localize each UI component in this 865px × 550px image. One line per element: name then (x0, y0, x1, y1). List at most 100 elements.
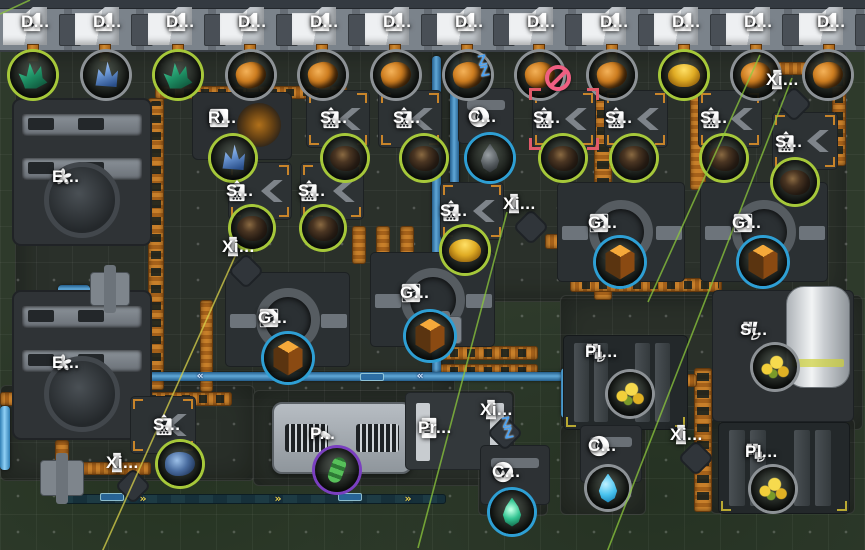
pipe-flow-arrow-icon: « (196, 368, 204, 382)
label-smelter[interactable]: S... (605, 107, 633, 129)
recipe-item-circle[interactable] (158, 442, 202, 486)
label-tower[interactable]: Xi... (766, 69, 799, 90)
label-assembler[interactable]: G... (588, 213, 617, 233)
label-smelter[interactable]: S... (226, 180, 254, 202)
recipe-item-circle[interactable] (587, 467, 629, 509)
label-pills[interactable]: P... (310, 424, 335, 444)
recipe-item-circle[interactable] (323, 136, 367, 180)
metal-cube-item-icon (605, 244, 635, 280)
recipe-item-circle[interactable] (300, 52, 346, 98)
amber-ore-item-icon (810, 58, 846, 92)
selection-corner (587, 138, 599, 150)
label-text: Xi... (670, 425, 703, 444)
recipe-item-circle[interactable] (805, 52, 851, 98)
label-tower[interactable]: Xi... (222, 236, 255, 257)
recipe-item-circle[interactable] (228, 52, 274, 98)
depot-label[interactable]: D... (21, 12, 49, 32)
recipe-item-circle[interactable] (739, 238, 787, 286)
label-plantation[interactable]: Pl... (585, 342, 618, 362)
recipe-item-circle[interactable] (661, 52, 707, 98)
depot-label[interactable]: D... (672, 12, 700, 32)
pipe-flow-arrow-icon: « (416, 368, 424, 382)
recipe-item-circle[interactable] (751, 467, 795, 511)
label-solar-leaf[interactable]: S... (740, 320, 768, 340)
label-smelter[interactable]: S... (700, 107, 728, 129)
label-doc[interactable]: Pr... (418, 417, 452, 439)
recipe-item-circle[interactable] (753, 345, 797, 389)
blue-crystal-item-icon (222, 144, 245, 170)
label-smelter[interactable]: S... (153, 414, 181, 436)
label-fan[interactable]: E... (52, 167, 80, 187)
label-tower[interactable]: Xi... (503, 193, 536, 214)
label-tower[interactable]: Xi... (670, 424, 703, 445)
corner-bracket (381, 135, 391, 145)
label-smelter[interactable]: S... (775, 131, 803, 153)
label-tower[interactable]: Xi... (106, 452, 139, 473)
depot-label[interactable]: D... (527, 12, 555, 32)
label-smelter[interactable]: S... (440, 200, 468, 222)
label-assembler[interactable]: G... (732, 213, 761, 233)
label-chem-drop[interactable]: C... (468, 106, 496, 128)
recipe-item-circle[interactable] (264, 334, 312, 382)
recipe-item-circle[interactable] (702, 136, 746, 180)
label-text: D... (238, 12, 267, 31)
label-chem-drop[interactable]: C... (588, 435, 616, 457)
smelter-chevron (731, 107, 753, 131)
depot-label[interactable]: D... (744, 12, 772, 32)
plantation-slat (655, 343, 670, 422)
label-smelter[interactable]: S... (320, 107, 348, 129)
power-plant-building[interactable] (12, 98, 152, 246)
recipe-item-circle[interactable] (541, 136, 585, 180)
label-text: D... (21, 12, 50, 31)
label-plantation[interactable]: Pl... (745, 442, 778, 462)
recipe-item-circle[interactable] (445, 52, 491, 98)
depot-label[interactable]: D... (817, 12, 845, 32)
depot-label[interactable]: D... (93, 12, 121, 32)
recipe-item-circle[interactable] (231, 207, 273, 249)
label-fan[interactable]: E... (52, 353, 80, 373)
depot-label[interactable]: D... (166, 12, 194, 32)
label-refinery[interactable]: R... (208, 108, 236, 128)
recipe-item-circle[interactable] (442, 227, 488, 273)
corner-bracket (825, 115, 835, 125)
label-assembler[interactable]: G... (258, 308, 287, 328)
label-chem-tri[interactable]: C... (492, 461, 520, 483)
recipe-item-circle[interactable] (83, 52, 129, 98)
corner-bracket (775, 115, 785, 125)
corner-bracket (566, 417, 576, 427)
recipe-item-circle[interactable] (373, 52, 419, 98)
recipe-item-circle[interactable] (302, 207, 344, 249)
recipe-item-circle[interactable] (773, 160, 817, 204)
depot-label[interactable]: D... (600, 12, 628, 32)
smelter-icon (440, 200, 462, 222)
corner-bracket (583, 93, 593, 103)
amber-ore-item-icon (233, 58, 269, 92)
depot-label[interactable]: D... (455, 12, 483, 32)
depot-label[interactable]: D... (383, 12, 411, 32)
depot-label[interactable]: D... (310, 12, 338, 32)
recipe-item-circle[interactable] (402, 136, 446, 180)
label-tower[interactable]: Xi... (480, 399, 513, 420)
recipe-item-circle[interactable] (315, 448, 359, 492)
recipe-item-circle[interactable] (406, 312, 454, 360)
recipe-item-circle[interactable] (608, 372, 652, 416)
label-text: D... (93, 12, 122, 31)
recipe-item-circle[interactable] (467, 135, 513, 181)
recipe-item-circle[interactable] (596, 238, 644, 286)
label-smelter[interactable]: S... (298, 180, 326, 202)
recipe-item-circle[interactable] (10, 52, 56, 98)
smelter-icon (153, 414, 175, 436)
pill-lab-building[interactable] (272, 402, 412, 474)
solar-leaf-icon (740, 319, 762, 341)
corner-bracket (429, 93, 439, 103)
label-smelter[interactable]: S... (393, 107, 421, 129)
smelter-chevron (637, 107, 659, 131)
recipe-item-circle[interactable] (490, 490, 534, 534)
recipe-item-circle[interactable] (155, 52, 201, 98)
recipe-item-circle[interactable] (211, 136, 255, 180)
corner-bracket (607, 135, 617, 145)
depot-label[interactable]: D... (238, 12, 266, 32)
label-assembler[interactable]: G... (400, 283, 429, 303)
label-smelter[interactable]: S... (533, 107, 561, 129)
recipe-item-circle[interactable] (612, 136, 656, 180)
